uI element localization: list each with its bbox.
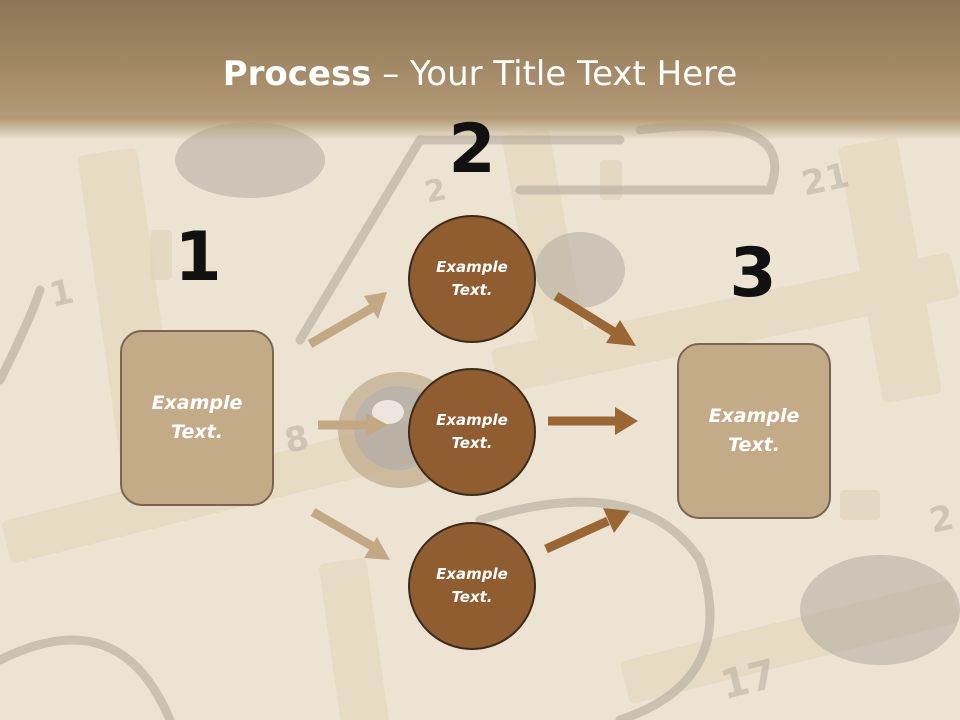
svg-text:21: 21 — [798, 155, 853, 204]
process-circle-middle: Example Text. — [408, 368, 536, 496]
arrow-circle-bottom-to-box3 — [544, 508, 630, 554]
arrow-box1-to-circle-top — [307, 292, 387, 348]
header-band — [0, 0, 960, 140]
process-box-right: Example Text. — [677, 343, 831, 519]
arrow-circle-middle-to-box3 — [548, 407, 638, 435]
arrow-box1-to-circle-middle — [318, 413, 388, 437]
process-box-right-text: Example Text. — [708, 405, 800, 456]
slide-title-rest: – Your Title Text Here — [371, 54, 738, 94]
slide-title: Process – Your Title Text Here — [0, 52, 960, 96]
process-box-left: Example Text. — [120, 330, 274, 506]
process-box-left-text: Example Text. — [151, 392, 243, 443]
slide-title-strong: Process — [222, 54, 372, 94]
step-number-2: 2 — [448, 110, 496, 189]
step-number-1: 1 — [174, 218, 222, 297]
arrow-box1-to-circle-bottom — [310, 508, 390, 560]
process-circle-bottom: Example Text. — [408, 522, 536, 650]
process-circle-top: Example Text. — [408, 215, 536, 343]
arrow-circle-top-to-box3 — [553, 292, 636, 346]
process-circle-top-text: Example Text. — [436, 258, 508, 299]
process-circle-middle-text: Example Text. — [436, 411, 508, 452]
process-circle-bottom-text: Example Text. — [436, 565, 508, 606]
step-number-3: 3 — [729, 234, 777, 313]
